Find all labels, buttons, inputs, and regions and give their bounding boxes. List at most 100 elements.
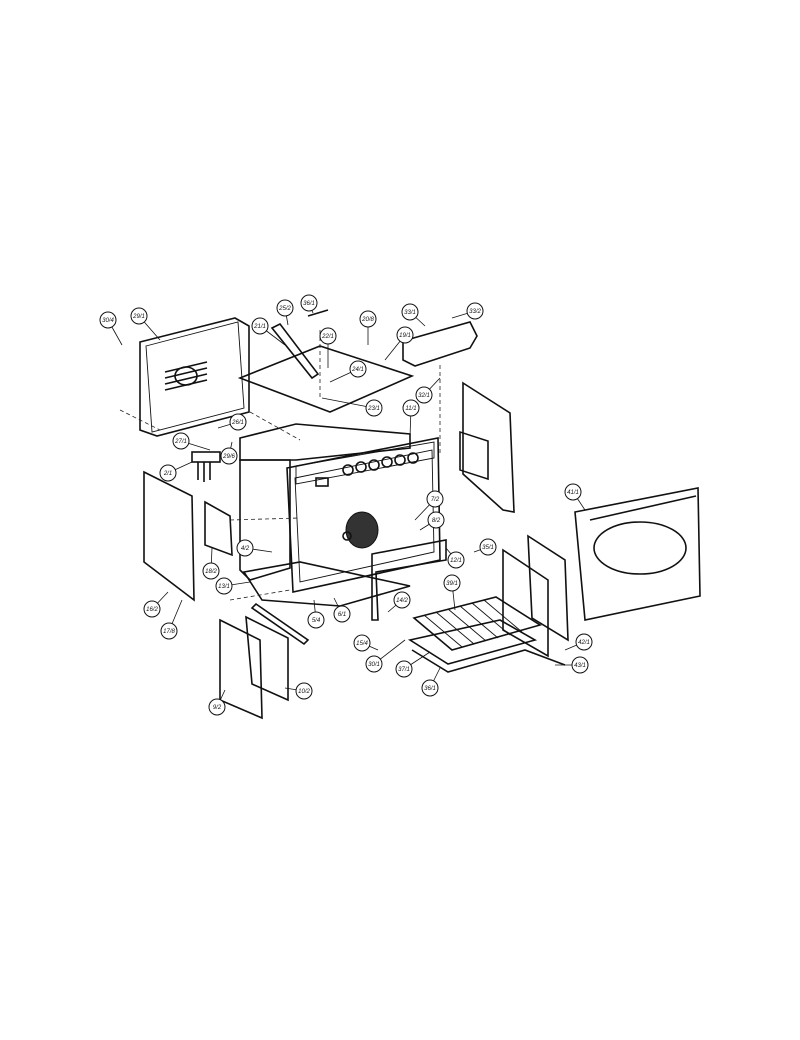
callout-circle bbox=[300, 294, 318, 312]
callout-circle bbox=[353, 634, 371, 652]
callout-text: 14/2 bbox=[396, 598, 408, 604]
callout-text: 33/1 bbox=[404, 310, 416, 316]
callout-text: 6/1 bbox=[338, 612, 346, 618]
callout-text: 30/1 bbox=[368, 662, 380, 668]
top-strip bbox=[270, 322, 320, 380]
callout-text: 27/1 bbox=[174, 439, 187, 445]
callout-text: 37/1 bbox=[398, 667, 410, 673]
callout-circle bbox=[393, 591, 411, 609]
callout-circle bbox=[359, 310, 377, 328]
callout-26-1: 26/1 bbox=[217, 413, 247, 431]
callout-41-1: 41/1 bbox=[564, 483, 586, 511]
callout-text: 42/1 bbox=[578, 640, 590, 646]
callout-30-1: 30/1 bbox=[365, 639, 406, 673]
callout-text: 32/1 bbox=[418, 393, 430, 399]
callout-circle bbox=[143, 600, 161, 618]
assembly-lines bbox=[119, 330, 441, 601]
callout-text: 17/8 bbox=[163, 629, 175, 635]
right-side-panel bbox=[462, 381, 515, 513]
callout-4-2: 4/2 bbox=[236, 539, 273, 557]
callout-24-1: 24/1 bbox=[329, 360, 367, 383]
callout-circle bbox=[575, 633, 593, 651]
callout-12-1: 12/1 bbox=[445, 547, 465, 569]
callout-circle bbox=[215, 577, 233, 595]
callout-circle bbox=[276, 299, 294, 317]
callout-2-1: 2/1 bbox=[159, 461, 193, 482]
wire-shelf bbox=[412, 596, 542, 651]
callout-19-1: 19/1 bbox=[384, 326, 414, 361]
callout-text: 8/2 bbox=[432, 518, 441, 524]
callout-35-1: 35/1 bbox=[473, 538, 497, 556]
right-door-frame bbox=[527, 534, 569, 642]
left-door-frame bbox=[219, 618, 263, 720]
callout-text: 7/2 bbox=[431, 497, 440, 503]
callout-circle bbox=[251, 317, 269, 335]
callout-32-1: 32/1 bbox=[415, 377, 441, 404]
callout-circle bbox=[426, 490, 444, 508]
front-frame bbox=[371, 539, 447, 621]
left-runner bbox=[250, 602, 310, 646]
right-shelf-support bbox=[502, 548, 549, 658]
callout-text: 18/2 bbox=[205, 569, 217, 575]
callout-text: 10/2 bbox=[298, 689, 310, 695]
callout-text: 33/2 bbox=[469, 309, 481, 315]
callout-9-2: 9/2 bbox=[208, 689, 226, 716]
callout-circle bbox=[365, 399, 383, 417]
callout-text: 4/2 bbox=[241, 546, 250, 552]
left-insulation bbox=[204, 500, 233, 557]
callout-circle bbox=[349, 360, 367, 378]
callout-10-2: 10/2 bbox=[284, 682, 313, 700]
callout-circle bbox=[421, 679, 439, 697]
callout-text: 29/1 bbox=[132, 314, 145, 320]
element-block bbox=[191, 451, 221, 482]
callout-18-2: 18/2 bbox=[202, 547, 220, 580]
left-shelf-support bbox=[245, 615, 289, 702]
callout-33-2: 33/2 bbox=[451, 302, 484, 320]
callout-text: 21/1 bbox=[253, 324, 266, 330]
callout-8-2: 8/2 bbox=[419, 511, 445, 531]
callout-text: 12/1 bbox=[450, 558, 462, 564]
callout-circle bbox=[172, 432, 190, 450]
callout-circle bbox=[202, 562, 220, 580]
callout-text: 11/1 bbox=[405, 406, 416, 412]
callout-circle bbox=[208, 698, 226, 716]
callout-text: 15/4 bbox=[356, 641, 368, 647]
callout-circle bbox=[466, 302, 484, 320]
callout-text: 13/1 bbox=[218, 584, 230, 590]
left-side-panel bbox=[143, 470, 195, 602]
callout-36-1: 36/1 bbox=[421, 667, 441, 697]
callout-27-1: 27/1 bbox=[172, 432, 211, 451]
callout-22-1: 22/1 bbox=[319, 327, 337, 368]
callout-21-1: 21/1 bbox=[251, 317, 286, 346]
callout-circle bbox=[130, 307, 148, 325]
callout-circle bbox=[571, 656, 589, 674]
callout-circle bbox=[443, 574, 461, 592]
callout-circle bbox=[402, 399, 420, 417]
callout-text: 36/1 bbox=[303, 301, 315, 307]
callout-29-6: 29/6 bbox=[220, 441, 238, 465]
callout-text: 22/1 bbox=[321, 334, 334, 340]
callout-circle bbox=[220, 447, 238, 465]
callout-17-8: 17/8 bbox=[160, 599, 183, 640]
top-panel bbox=[237, 345, 415, 413]
callout-circle bbox=[229, 413, 247, 431]
callout-7-2: 7/2 bbox=[414, 490, 444, 521]
callout-29-1: 29/1 bbox=[130, 307, 161, 341]
callout-circle bbox=[395, 660, 413, 678]
callout-text: 5/4 bbox=[312, 618, 321, 624]
oven-door bbox=[574, 487, 701, 621]
callout-circle bbox=[159, 464, 177, 482]
callout-25-2: 25/2 bbox=[276, 299, 294, 326]
callout-circle bbox=[99, 311, 117, 329]
callout-text: 2/1 bbox=[163, 471, 172, 477]
callout-15-4: 15/4 bbox=[353, 634, 379, 652]
callout-text: 24/1 bbox=[351, 367, 364, 373]
callout-text: 23/1 bbox=[367, 406, 380, 412]
callout-13-1: 13/1 bbox=[215, 577, 251, 595]
callout-16-2: 16/2 bbox=[143, 591, 169, 618]
callout-circle bbox=[160, 622, 178, 640]
callout-circle bbox=[447, 551, 465, 569]
callout-circle bbox=[479, 538, 497, 556]
callout-33-1: 33/1 bbox=[401, 303, 426, 327]
